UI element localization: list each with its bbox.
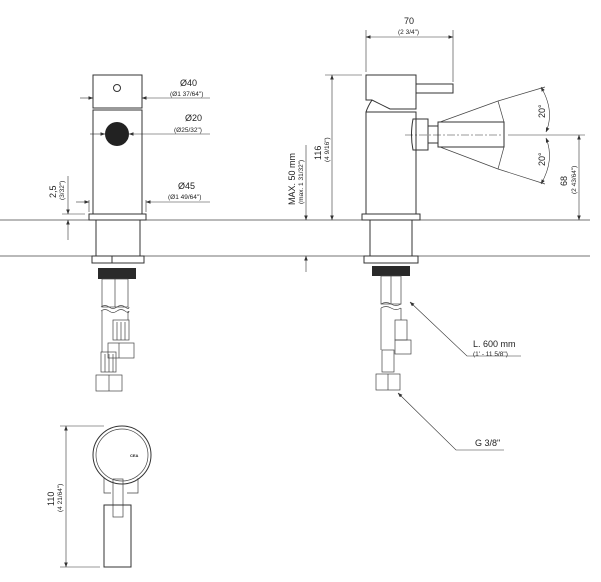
outlet-circle (105, 122, 129, 146)
dim-h116: 116 (313, 146, 323, 160)
dim-h116-in: (4 9/16") (324, 137, 331, 162)
dim-max50: MAX. 50 mm (287, 153, 297, 205)
dim-d20: Ø20 (185, 113, 202, 123)
dim-h110-in: (4 21/64") (57, 484, 64, 512)
dim-d45: Ø45 (178, 181, 195, 191)
front-view: Ø40 (Ø1 37/64") Ø20 (Ø25/32") Ø45 (Ø1 49… (48, 74, 210, 392)
top-view: CEA 110 (4 21/64") (46, 425, 152, 568)
dim-d45-in: (Ø1 49/64") (168, 194, 201, 201)
dim-h25: 2,5 (48, 185, 58, 198)
dim-d20-in: (Ø25/32") (174, 127, 202, 134)
dim-max50-in: (max. 1 31/32") (298, 160, 305, 204)
hose-length: L. 600 mm (473, 339, 516, 349)
dim-w70: 70 (404, 16, 414, 26)
hose-length-in: (1' - 11 5/8") (473, 351, 508, 358)
side-view: 20° 20° 70 (2 3/4") 116 (4 9/16") MAX. 5… (287, 16, 585, 451)
countertop (0, 219, 590, 257)
dim-h68-in: (2 43/64") (571, 166, 578, 194)
dim-h68: 68 (559, 176, 569, 186)
dim-d40: Ø40 (180, 78, 197, 88)
thread-size: G 3/8" (475, 438, 500, 448)
brand-logo: CEA (130, 453, 139, 458)
dim-h110: 110 (46, 492, 56, 506)
lever-handle (415, 83, 454, 94)
dim-w70-in: (2 3/4") (398, 29, 419, 36)
dim-d40-in: (Ø1 37/64") (170, 91, 203, 98)
angle-top: 20° (537, 104, 547, 118)
dim-h25-in: (3/32") (59, 181, 66, 200)
aerator-icon (113, 84, 121, 92)
angle-bottom: 20° (537, 152, 547, 166)
